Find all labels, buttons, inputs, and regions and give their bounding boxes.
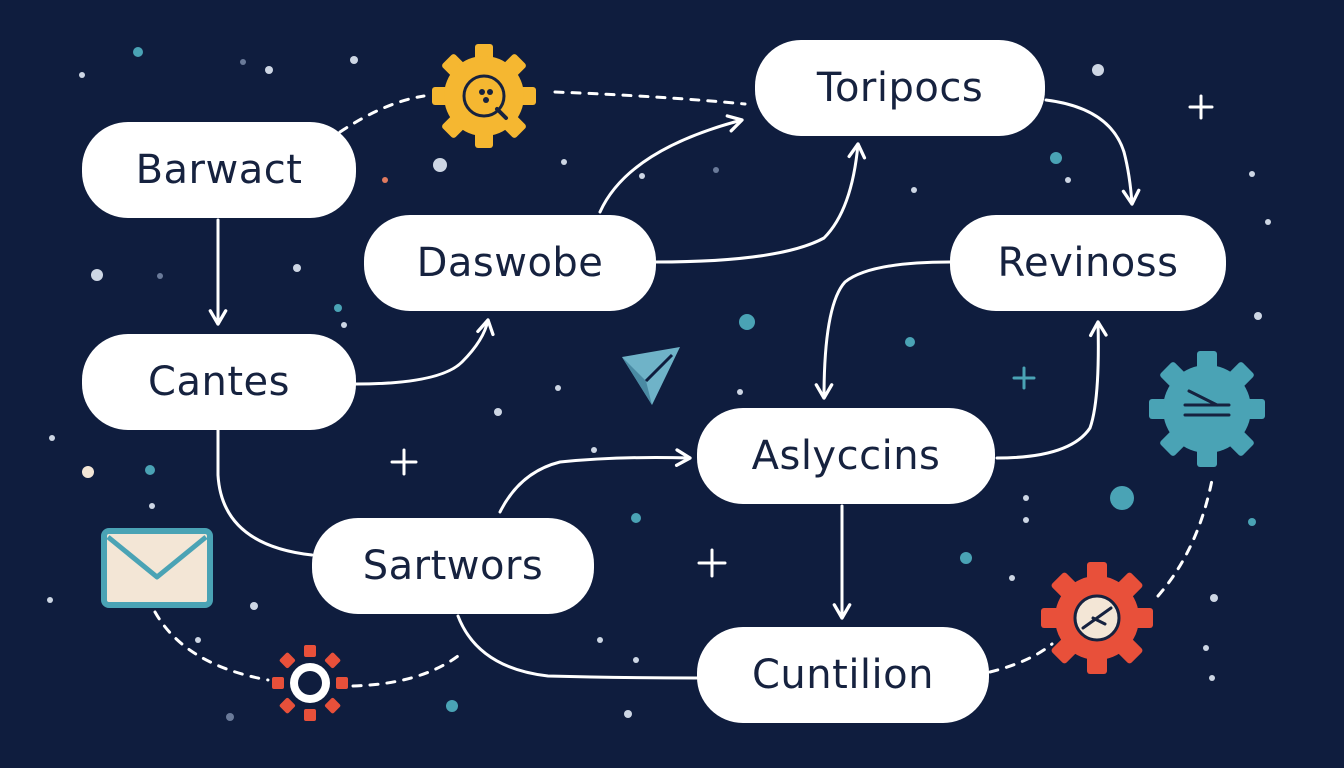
background-dots: [47, 47, 1271, 721]
gear-icon: [1041, 562, 1153, 674]
dashed-connectors: [153, 90, 1214, 688]
plus-icon: [390, 94, 1214, 578]
node-revinoss[interactable]: Revinoss: [950, 215, 1226, 311]
node-barwact[interactable]: Barwact: [82, 122, 356, 218]
node-toripocs[interactable]: Toripocs: [755, 40, 1045, 136]
arrow-connectors: [208, 98, 1141, 680]
node-cantes[interactable]: Cantes: [82, 334, 356, 430]
node-cuntilion[interactable]: Cuntilion: [697, 627, 989, 723]
envelope-icon: [101, 528, 213, 608]
plus-icon: [1012, 366, 1036, 390]
node-daswobe[interactable]: Daswobe: [364, 215, 656, 311]
node-aslyccins[interactable]: Aslyccins: [697, 408, 995, 504]
paper-plane-icon: [622, 347, 680, 405]
gear-icon: [1149, 351, 1265, 467]
node-sartwors[interactable]: Sartwors: [312, 518, 594, 614]
gear-icon: [272, 645, 348, 721]
gear-icon: [432, 44, 536, 148]
